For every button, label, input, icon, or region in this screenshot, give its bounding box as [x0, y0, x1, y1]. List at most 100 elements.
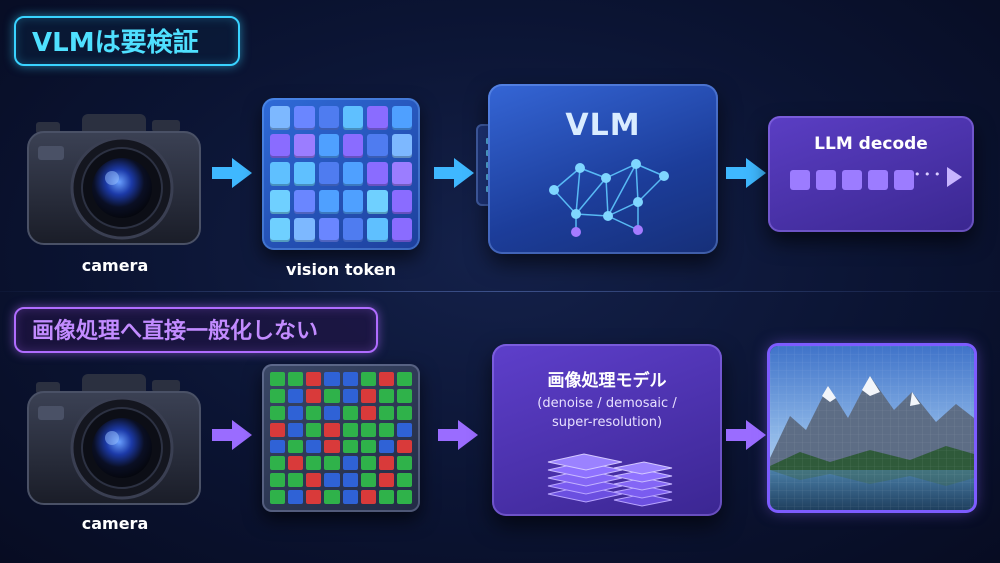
bayer-cell — [270, 388, 286, 403]
bayer-cell — [378, 490, 394, 504]
vision-token-grid — [262, 98, 420, 250]
bayer-cell — [378, 388, 394, 403]
arrow-right-icon — [438, 420, 478, 450]
bayer-cell — [324, 473, 340, 488]
token-cell — [270, 134, 291, 158]
bayer-cell — [288, 372, 304, 386]
bayer-cell — [288, 422, 304, 437]
token-cell — [391, 162, 412, 186]
section-divider — [0, 291, 1000, 292]
token-cell — [391, 106, 412, 130]
bayer-cell — [378, 422, 394, 437]
bayer-cell — [378, 372, 394, 386]
bayer-cell — [378, 405, 394, 420]
bayer-cell — [270, 490, 286, 504]
bayer-cell — [342, 422, 358, 437]
bayer-cell — [360, 388, 376, 403]
bayer-cell — [270, 456, 286, 471]
bayer-cell — [360, 456, 376, 471]
bayer-cell — [342, 405, 358, 420]
token-cell — [318, 106, 339, 130]
token-cell — [367, 106, 388, 130]
decode-ellipsis: • • • — [914, 168, 941, 181]
bayer-cell — [360, 372, 376, 386]
token-cell — [343, 218, 364, 242]
bayer-raw-grid — [262, 364, 420, 512]
bayer-cell — [378, 439, 394, 454]
token-cell — [294, 218, 315, 242]
bayer-cell — [360, 422, 376, 437]
bayer-cell — [270, 422, 286, 437]
bayer-cell — [288, 456, 304, 471]
token-cell — [343, 134, 364, 158]
bayer-cell — [306, 473, 322, 488]
title-no-direct-generalization: 画像処理へ直接一般化しない — [14, 307, 378, 353]
play-icon — [947, 167, 962, 187]
bayer-cell — [288, 405, 304, 420]
bayer-cell — [378, 456, 394, 471]
image-processing-model-title: 画像処理モデル — [547, 371, 667, 391]
token-cell — [294, 190, 315, 214]
token-cell — [343, 106, 364, 130]
token-cell — [318, 162, 339, 186]
token-cell — [270, 218, 291, 242]
bayer-cell — [324, 490, 340, 504]
bayer-cell — [342, 456, 358, 471]
token-cell — [318, 190, 339, 214]
arrow-right-icon — [434, 158, 474, 188]
vlm-box — [488, 84, 718, 254]
token-cell — [391, 134, 412, 158]
vlm-title: VLM — [565, 108, 641, 143]
stacked-layers-icon — [547, 453, 673, 507]
bayer-cell — [288, 388, 304, 403]
token-cell — [318, 218, 339, 242]
decode-token-row — [790, 170, 914, 190]
bayer-cell — [396, 473, 412, 488]
bayer-cell — [270, 473, 286, 488]
token-cell — [367, 190, 388, 214]
arrow-right-icon — [726, 158, 766, 188]
bayer-cell — [360, 490, 376, 504]
bayer-cell — [396, 405, 412, 420]
bayer-cell — [396, 372, 412, 386]
token-cell — [391, 190, 412, 214]
token-cell — [367, 134, 388, 158]
bayer-cell — [342, 473, 358, 488]
bayer-cell — [270, 439, 286, 454]
restored-image-preview — [770, 346, 974, 510]
model-subtitle-line2: super-resolution) — [551, 415, 663, 430]
token-cell — [294, 106, 315, 130]
bayer-cell — [360, 473, 376, 488]
arrow-right-icon — [726, 420, 766, 450]
token-cell — [270, 106, 291, 130]
bayer-cell — [324, 372, 340, 386]
camera-label-top: camera — [81, 256, 149, 275]
bayer-cell — [342, 388, 358, 403]
token-cell — [343, 190, 364, 214]
camera-icon — [27, 374, 201, 505]
bayer-cell — [306, 388, 322, 403]
neural-network-icon — [549, 159, 669, 237]
bayer-cell — [306, 422, 322, 437]
bayer-cell — [324, 439, 340, 454]
bayer-cell — [342, 439, 358, 454]
camera-label-bottom: camera — [81, 514, 149, 533]
title-vlm-verification: VLMは要検証 — [14, 16, 240, 66]
token-cell — [270, 162, 291, 186]
mountain-photo — [770, 346, 974, 510]
bayer-cell — [396, 456, 412, 471]
bayer-cell — [270, 405, 286, 420]
bayer-cell — [360, 439, 376, 454]
bayer-cell — [306, 372, 322, 386]
bayer-cell — [306, 439, 322, 454]
vision-token-label: vision token — [286, 260, 396, 279]
bayer-cell — [396, 439, 412, 454]
token-cell — [270, 190, 291, 214]
bayer-cell — [306, 456, 322, 471]
bayer-cell — [288, 439, 304, 454]
bayer-cell — [324, 405, 340, 420]
llm-decode-title: LLM decode — [814, 134, 928, 154]
bayer-cell — [270, 372, 286, 386]
bayer-cell — [288, 473, 304, 488]
bayer-cell — [360, 405, 376, 420]
